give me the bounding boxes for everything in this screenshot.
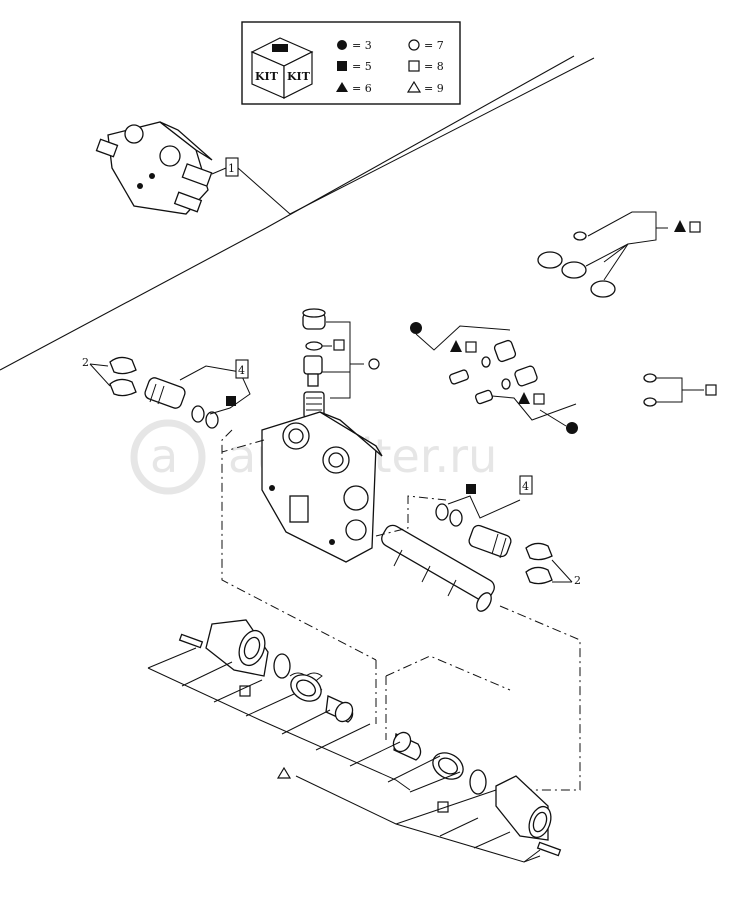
kit-label-left: KIT xyxy=(255,70,279,83)
assembly-leader-lines xyxy=(221,429,581,791)
svg-text:= 5: = 5 xyxy=(352,60,372,73)
kit-box-icon: KIT KIT xyxy=(250,37,314,99)
kit-filled-triangle-icon xyxy=(674,220,686,232)
watermark-a: a xyxy=(150,429,178,483)
kit-open-triangle-icon xyxy=(276,766,292,779)
kit-label-right: KIT xyxy=(287,70,311,83)
legend-value-7: 7 xyxy=(437,39,444,52)
kit-open-square-icon xyxy=(465,341,477,353)
svg-text:= 6: = 6 xyxy=(352,82,372,95)
kit-filled-circle-icon xyxy=(566,422,578,434)
kit-filled-square-icon xyxy=(226,396,236,406)
valve-assembly-overview xyxy=(95,121,213,215)
kit-open-square-icon xyxy=(333,339,345,351)
spring-cap-assembly-right xyxy=(392,731,562,857)
kit-open-circle-icon xyxy=(368,358,380,370)
check-valve-parts xyxy=(410,322,578,434)
spool xyxy=(381,524,495,612)
svg-text:4: 4 xyxy=(238,364,245,377)
legend-open-square-icon xyxy=(408,60,420,72)
spring-cap-assembly-left xyxy=(178,619,354,723)
kit-filled-triangle-icon xyxy=(450,340,462,352)
callout-2-left: 2 xyxy=(82,356,89,369)
kit-filled-triangle-icon xyxy=(518,392,530,404)
section-divider xyxy=(0,55,575,371)
legend-value-5: 5 xyxy=(365,60,372,73)
legend-value-9: 9 xyxy=(437,82,444,95)
oring-kit-upper-right xyxy=(537,211,701,298)
legend-open-circle-icon xyxy=(408,39,420,51)
svg-text:= 8: = 8 xyxy=(424,60,444,73)
kit-open-square-icon xyxy=(239,685,251,697)
valve-section-body xyxy=(261,411,383,563)
legend-value-3: 3 xyxy=(365,39,372,52)
svg-text:= 9: = 9 xyxy=(424,82,444,95)
kit-open-square-icon xyxy=(689,221,701,233)
legend-filled-triangle-icon xyxy=(336,82,348,92)
kit-open-square-icon xyxy=(437,801,449,813)
legend-value-8: 8 xyxy=(437,60,444,73)
kit-filled-circle-icon xyxy=(410,322,422,334)
svg-text:1: 1 xyxy=(228,162,235,175)
oring-pair-right xyxy=(643,373,717,407)
svg-text:4: 4 xyxy=(522,480,529,493)
relief-valve-stack xyxy=(302,308,380,419)
svg-text:= 3: = 3 xyxy=(352,39,372,52)
kit-filled-square-icon xyxy=(466,484,476,494)
legend-value-6: 6 xyxy=(365,82,372,95)
svg-text:= 7: = 7 xyxy=(424,39,444,52)
kit-legend: KIT KIT = 3 = 7 = 5 = 8 = 6 = 9 xyxy=(241,21,461,105)
legend-open-triangle-icon xyxy=(406,80,422,93)
callout-1: 1 xyxy=(211,57,595,215)
right-port-fitting: 4 2 xyxy=(435,475,581,587)
left-port-fitting: 2 4 xyxy=(82,356,251,429)
bottom-kit-bracket xyxy=(147,647,541,863)
kit-open-square-icon xyxy=(705,384,717,396)
legend-filled-circle-icon xyxy=(337,40,347,50)
kit-open-square-icon xyxy=(533,393,545,405)
callout-2-right: 2 xyxy=(574,574,581,587)
legend-filled-square-icon xyxy=(337,61,347,71)
